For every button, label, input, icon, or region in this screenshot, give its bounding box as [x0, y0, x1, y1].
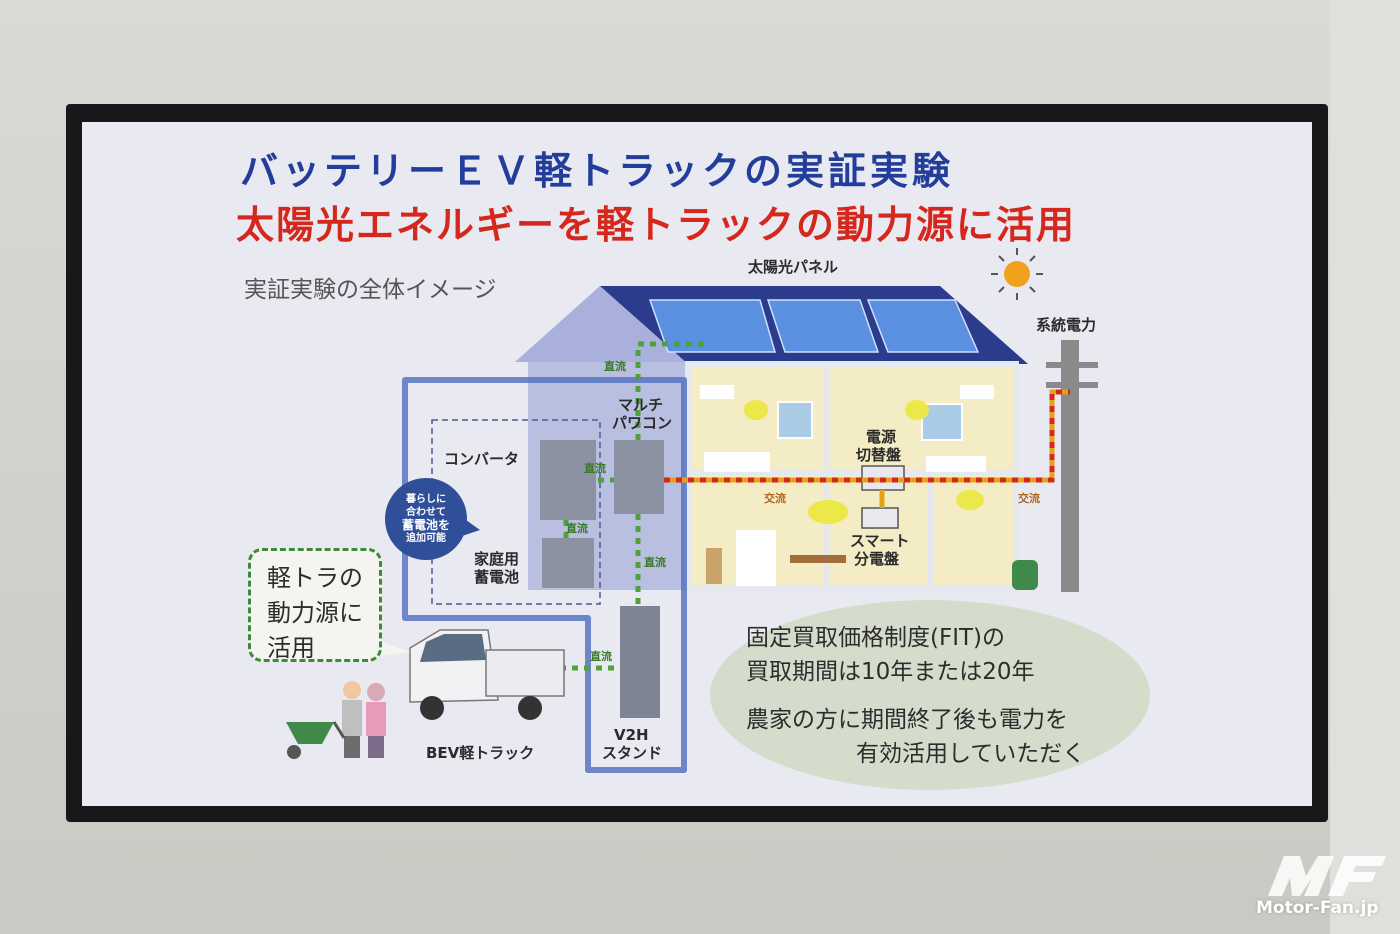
battery-expansion-bubble: 暮らしに 合わせて 蓄電池を 追加可能 [385, 478, 467, 560]
switchboard-label-1: 電源 [866, 428, 897, 446]
fit-note-line-4: 有効活用していただく [856, 741, 1086, 767]
callout-line-2: 動力源に [267, 599, 363, 627]
bubble-line-1: 暮らしに [405, 494, 446, 505]
wall [1330, 0, 1400, 934]
converter-unit [540, 440, 596, 520]
dc-label-3: 直流 [566, 522, 588, 535]
fit-note-background [710, 600, 1150, 790]
diagram-illustration [286, 248, 1098, 773]
bev-truck-label: BEV軽トラック [426, 744, 535, 762]
bev-truck-illustration [409, 629, 565, 720]
smart-panel-unit [861, 507, 899, 529]
callout-line-1: 軽トラの [267, 564, 363, 592]
bubble-line-4: 追加可能 [405, 533, 446, 544]
fit-note-line-1: 固定買取価格制度(FIT)の [746, 625, 1006, 651]
home-battery-label-1: 家庭用 [474, 550, 520, 568]
home-battery-label-2: 蓄電池 [474, 568, 520, 586]
bubble-line-2: 合わせて [405, 507, 446, 518]
dc-label-5: 直流 [590, 650, 612, 663]
house-illustration [515, 286, 1038, 592]
fit-note-line-2: 買取期間は10年または20年 [746, 659, 1035, 685]
watermark-text: Motor-Fan.jp [1256, 898, 1379, 918]
slide-title: バッテリーＥＶ軽トラックの実証実験 [240, 149, 955, 193]
motorfan-logo-icon [1268, 856, 1386, 896]
dc-label-4: 直流 [644, 556, 666, 569]
v2h-label-2: スタンド [602, 744, 663, 762]
grid-power-label: 系統電力 [1036, 316, 1097, 334]
sun-icon [991, 248, 1043, 300]
wheelbarrow-icon [286, 721, 346, 759]
truck-power-callout: 軽トラの 動力源に 活用 [248, 548, 382, 662]
dc-lines [560, 341, 704, 671]
solar-panel-label: 太陽光パネル [748, 258, 839, 276]
slide-subtitle: 実証実験の全体イメージ [244, 277, 497, 303]
utility-pole-icon [1046, 340, 1098, 592]
multi-pcs-label-2: パワコン [612, 414, 673, 432]
smart-panel-label-2: 分電盤 [854, 550, 900, 568]
bubble-line-3: 蓄電池を [401, 518, 450, 532]
system-boundary-line [402, 377, 687, 773]
dc-label-1: 直流 [604, 360, 626, 373]
smart-panel-label-1: スマート [850, 532, 910, 550]
multi-pcs-label-1: マルチ [618, 396, 664, 414]
v2h-label-1: V2H [614, 726, 649, 744]
slide-headline: 太陽光エネルギーを軽トラックの動力源に活用 [236, 203, 1077, 247]
multi-pcs-unit [614, 440, 664, 514]
ac-label-2: 交流 [1018, 492, 1040, 505]
farmers-illustration [342, 681, 386, 758]
slide-screen [82, 122, 1312, 806]
home-battery-unit [542, 538, 594, 588]
dc-label-2: 直流 [584, 462, 606, 475]
v2h-stand-unit [620, 606, 660, 718]
switchboard-label-2: 切替盤 [856, 446, 902, 464]
fit-note-line-3: 農家の方に期間終了後も電力を [746, 707, 1068, 733]
converter-label: コンバータ [444, 450, 520, 468]
callout-line-3: 活用 [267, 634, 315, 662]
ac-label-1: 交流 [764, 492, 786, 505]
